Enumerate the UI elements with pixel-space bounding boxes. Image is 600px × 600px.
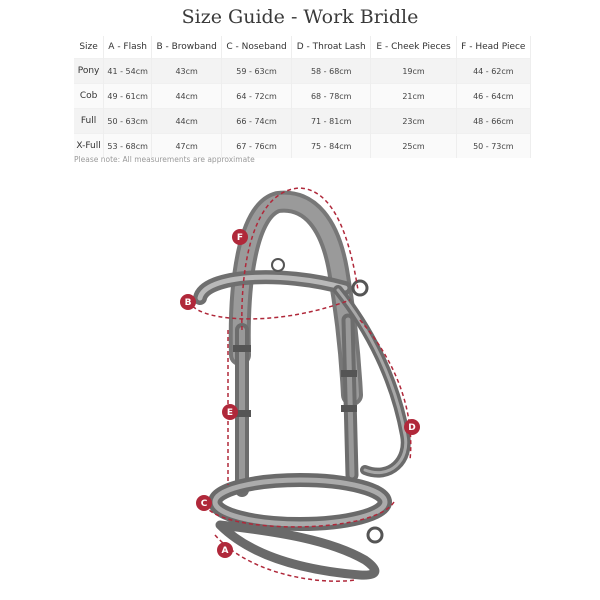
cheek-piece-right-edge: [345, 317, 355, 478]
label-e: E: [227, 408, 233, 418]
label-f: F: [237, 233, 243, 243]
column-header: E - Cheek Pieces: [370, 36, 457, 59]
keeper: [341, 370, 357, 377]
table-cell: 66 - 74cm: [221, 108, 293, 134]
label-c-marker: C: [196, 495, 212, 511]
row-label: X-Full: [74, 133, 105, 158]
column-header: B - Browband: [151, 36, 223, 59]
column-header: Size: [74, 36, 105, 59]
label-c: C: [201, 499, 208, 509]
table-cell: 43cm: [151, 58, 223, 84]
column-header: A - Flash: [103, 36, 153, 59]
bridle-diagram: A B C D E F: [180, 187, 420, 582]
measurement-labels: A B C D E F: [180, 229, 420, 558]
guide-d-throatlash: [359, 319, 412, 461]
label-a-marker: A: [217, 542, 233, 558]
table-cell: 44cm: [151, 83, 223, 109]
column-header: D - Throat Lash: [291, 36, 372, 59]
table-cell: 68 - 78cm: [291, 83, 372, 109]
column-header: F - Head Piece: [456, 36, 532, 59]
label-d-marker: D: [404, 419, 420, 435]
table-cell: 44 - 62cm: [456, 58, 532, 84]
table-cell: 50 - 73cm: [456, 133, 532, 158]
guide-f-headpiece: [241, 187, 359, 331]
browband-highlight: [197, 274, 348, 301]
bridle-illustration: [193, 190, 411, 580]
label-f-marker: F: [232, 229, 248, 245]
label-b: B: [185, 298, 192, 308]
measurement-note: Please note: All measurements are approx…: [74, 155, 255, 164]
table-cell: 44cm: [151, 108, 223, 134]
table-cell: 49 - 61cm: [103, 83, 153, 109]
keeper: [233, 410, 251, 417]
guide-c-noseband: [204, 499, 396, 528]
table-cell: 58 - 68cm: [291, 58, 372, 84]
table-row: Pony 41 - 54cm 43cm 59 - 63cm 58 - 68cm …: [74, 58, 532, 84]
table-cell: 50 - 63cm: [103, 108, 153, 134]
table-cell: 59 - 63cm: [221, 58, 293, 84]
table-cell: 23cm: [370, 108, 457, 134]
buckle: [366, 526, 384, 544]
table-cell: 21cm: [370, 83, 457, 109]
buckle: [271, 258, 285, 272]
page-title: Size Guide - Work Bridle: [181, 6, 419, 28]
guide-b-browband: [189, 299, 351, 320]
table-cell: 19cm: [370, 58, 457, 84]
table-cell: 47cm: [151, 133, 223, 158]
row-label: Pony: [74, 58, 105, 84]
label-d: D: [408, 423, 415, 433]
row-label: Full: [74, 108, 105, 134]
table-cell: 67 - 76cm: [221, 133, 293, 158]
table-row: Cob 49 - 61cm 44cm 64 - 72cm 68 - 78cm 2…: [74, 83, 532, 109]
buckle: [351, 279, 369, 297]
flash-strap: [215, 520, 380, 580]
table-cell: 48 - 66cm: [456, 108, 532, 134]
table-header-row: Size A - Flash B - Browband C - Noseband…: [74, 36, 532, 59]
table-row: X-Full 53 - 68cm 47cm 67 - 76cm 75 - 84c…: [74, 133, 532, 158]
table-cell: 75 - 84cm: [291, 133, 372, 158]
column-header: C - Noseband: [221, 36, 293, 59]
table-row: Full 50 - 63cm 44cm 66 - 74cm 71 - 81cm …: [74, 108, 532, 134]
label-a: A: [222, 546, 229, 556]
table-cell: 71 - 81cm: [291, 108, 372, 134]
table-cell: 64 - 72cm: [221, 83, 293, 109]
label-b-marker: B: [180, 294, 196, 310]
size-table: Size A - Flash B - Browband C - Noseband…: [74, 36, 532, 158]
label-e-marker: E: [222, 404, 238, 420]
table-cell: 41 - 54cm: [103, 58, 153, 84]
table-cell: 25cm: [370, 133, 457, 158]
table-cell: 53 - 68cm: [103, 133, 153, 158]
row-label: Cob: [74, 83, 105, 109]
table-cell: 46 - 64cm: [456, 83, 532, 109]
noseband-highlight: [212, 477, 388, 527]
keeper: [233, 345, 251, 352]
throat-lash-highlight: [336, 288, 408, 474]
keeper: [341, 405, 357, 412]
